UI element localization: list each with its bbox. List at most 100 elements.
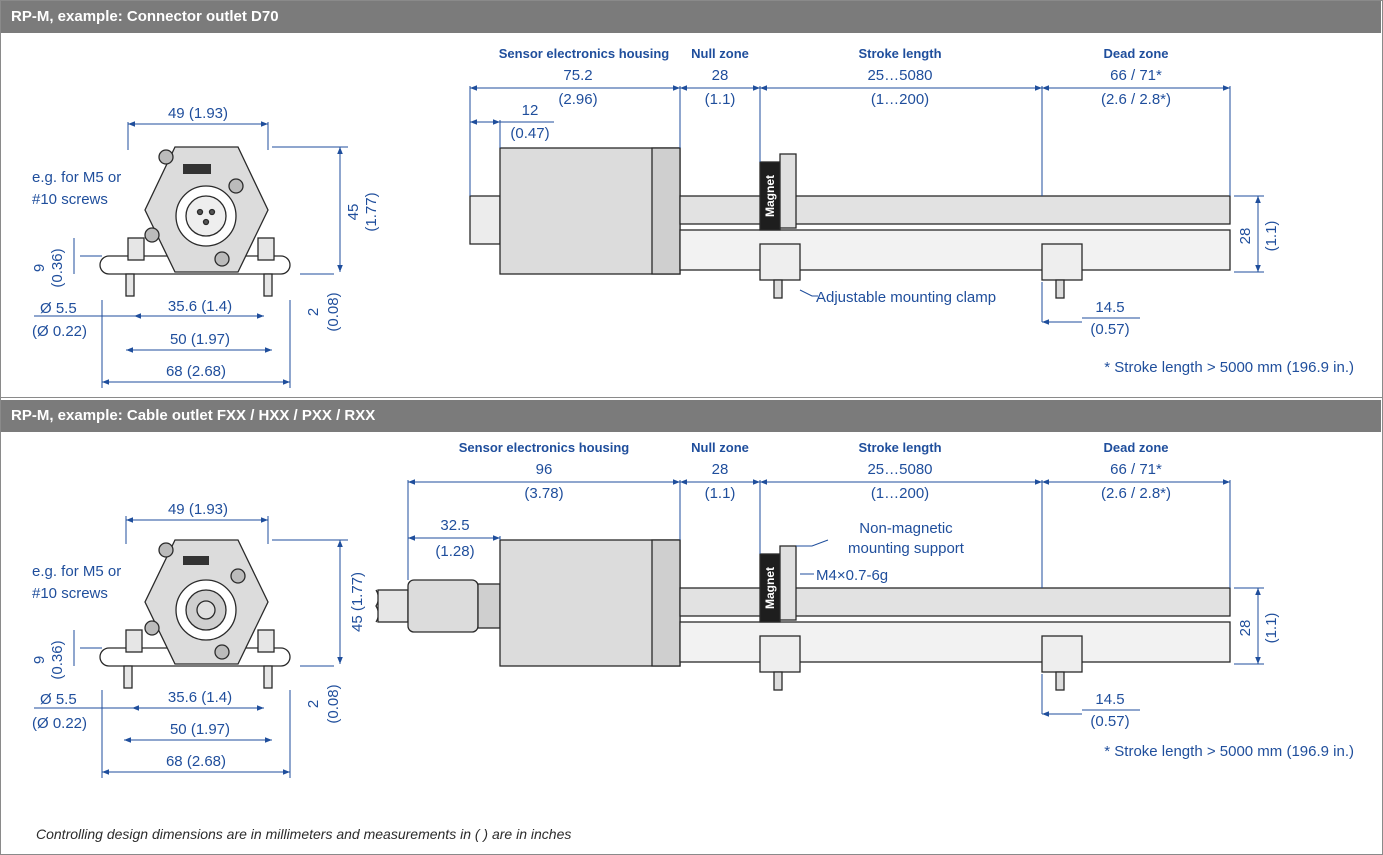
dim-width-top: 49 (1.93) xyxy=(168,105,228,122)
dim-connector-in: (0.47) xyxy=(510,125,549,142)
dim-base-in: (0.36) xyxy=(49,248,66,287)
dim-stroke-in: (1…200) xyxy=(871,485,929,502)
stroke-footnote: * Stroke length > 5000 mm (196.9 in.) xyxy=(1104,359,1354,376)
screw-note-1: e.g. for M5 or xyxy=(32,563,121,580)
dim-null-mm: 28 xyxy=(712,67,729,84)
magnet-label: Magnet xyxy=(763,175,777,217)
dim-thk-in: (0.08) xyxy=(325,684,342,723)
header-housing: Sensor electronics housing xyxy=(499,46,670,61)
dim-rod-height-in: (1.1) xyxy=(1263,613,1280,644)
connector-body xyxy=(469,195,501,245)
support-label-2: mounting support xyxy=(848,540,965,557)
dim-housing-in: (2.96) xyxy=(558,91,597,108)
side-view-1 xyxy=(469,85,1264,325)
dim-overall: 68 (2.68) xyxy=(166,753,226,770)
mounting-clamp xyxy=(759,243,801,281)
dim-dead-in: (2.6 / 2.8*) xyxy=(1101,91,1171,108)
dim-null-mm: 28 xyxy=(712,461,729,478)
dim-cable-mm: 32.5 xyxy=(440,517,469,534)
side-view-2 xyxy=(375,479,1264,717)
dim-null-in: (1.1) xyxy=(705,485,736,502)
front-view-1-labels: 49 (1.93) 45 (1.77) e.g. for M5 or #10 s… xyxy=(31,105,380,380)
dim-mid: 50 (1.97) xyxy=(170,721,230,738)
dim-base-mm: 9 xyxy=(31,264,48,272)
dim-end-mm: 14.5 xyxy=(1095,299,1124,316)
front-view-2-labels: 49 (1.93) 45 (1.77) e.g. for M5 or #10 s… xyxy=(31,501,366,770)
header-stroke: Stroke length xyxy=(858,440,941,455)
logo-mark xyxy=(183,556,209,565)
dim-end-in: (0.57) xyxy=(1090,321,1129,338)
dim-dead-in: (2.6 / 2.8*) xyxy=(1101,485,1171,502)
thread-label: M4×0.7-6g xyxy=(816,567,888,584)
dim-height-mm: 45 xyxy=(345,204,362,221)
electronics-housing xyxy=(499,539,681,667)
side-view-2-labels: Sensor electronics housing Null zone Str… xyxy=(435,440,1354,760)
dim-cable-in: (1.28) xyxy=(435,543,474,560)
clamp-label: Adjustable mounting clamp xyxy=(816,289,996,306)
dim-hole-mm: Ø 5.5 xyxy=(40,691,77,708)
stroke-footnote: * Stroke length > 5000 mm (196.9 in.) xyxy=(1104,743,1354,760)
cable xyxy=(377,589,409,623)
dim-connector-mm: 12 xyxy=(522,102,539,119)
dim-width-top: 49 (1.93) xyxy=(168,501,228,518)
dim-dead-mm: 66 / 71* xyxy=(1110,461,1162,478)
mounting-clamp xyxy=(759,635,801,673)
screw xyxy=(125,273,135,297)
dim-null-in: (1.1) xyxy=(705,91,736,108)
screw xyxy=(263,273,273,297)
cable-gland xyxy=(407,579,479,633)
section-2-title: RP-M, example: Cable outlet FXX / HXX / … xyxy=(1,400,1381,432)
dim-housing-mm: 75.2 xyxy=(563,67,592,84)
dim-thk-mm: 2 xyxy=(305,700,322,708)
dim-overall: 68 (2.68) xyxy=(166,363,226,380)
dim-height-in: (1.77) xyxy=(363,192,380,231)
dim-hole-in: (Ø 0.22) xyxy=(32,715,87,732)
dim-thk-mm: 2 xyxy=(305,308,322,316)
front-view-2 xyxy=(34,516,348,778)
front-view-1 xyxy=(34,121,348,388)
dim-housing-in: (3.78) xyxy=(524,485,563,502)
dim-stroke-mm: 25…5080 xyxy=(867,67,932,84)
dim-end-in: (0.57) xyxy=(1090,713,1129,730)
dim-mid: 50 (1.97) xyxy=(170,331,230,348)
dim-housing-mm: 96 xyxy=(536,461,553,478)
units-footnote: Controlling design dimensions are in mil… xyxy=(36,826,572,842)
section-1-title: RP-M, example: Connector outlet D70 xyxy=(1,1,1381,33)
header-dead: Dead zone xyxy=(1103,46,1168,61)
dim-base-mm: 9 xyxy=(31,656,48,664)
screw xyxy=(263,665,273,689)
dim-thk-in: (0.08) xyxy=(325,292,342,331)
screw-note-2: #10 screws xyxy=(32,191,108,208)
dim-end-mm: 14.5 xyxy=(1095,691,1124,708)
magnet-label: Magnet xyxy=(763,567,777,609)
header-stroke: Stroke length xyxy=(858,46,941,61)
dim-hole-mm: Ø 5.5 xyxy=(40,300,77,317)
mounting-clamp xyxy=(1041,243,1083,281)
header-dead: Dead zone xyxy=(1103,440,1168,455)
dim-inner: 35.6 (1.4) xyxy=(168,298,232,315)
section-divider xyxy=(0,397,1383,398)
dim-height: 45 (1.77) xyxy=(349,572,366,632)
header-housing: Sensor electronics housing xyxy=(459,440,630,455)
dim-rod-height-mm: 28 xyxy=(1237,228,1254,245)
screw xyxy=(123,665,133,689)
header-null: Null zone xyxy=(691,440,749,455)
dim-stroke-mm: 25…5080 xyxy=(867,461,932,478)
electronics-housing xyxy=(499,147,681,275)
header-null: Null zone xyxy=(691,46,749,61)
logo-mark xyxy=(183,164,211,174)
dim-inner: 35.6 (1.4) xyxy=(168,689,232,706)
side-view-1-labels: Sensor electronics housing Null zone Str… xyxy=(499,46,1354,376)
mounting-clamp xyxy=(1041,635,1083,673)
mounting-support xyxy=(779,545,797,621)
screw-note-1: e.g. for M5 or xyxy=(32,169,121,186)
dim-stroke-in: (1…200) xyxy=(871,91,929,108)
dim-hole-in: (Ø 0.22) xyxy=(32,323,87,340)
dim-base-in: (0.36) xyxy=(49,640,66,679)
dim-rod-height-mm: 28 xyxy=(1237,620,1254,637)
support-label-1: Non-magnetic xyxy=(859,520,953,537)
dim-rod-height-in: (1.1) xyxy=(1263,221,1280,252)
dim-dead-mm: 66 / 71* xyxy=(1110,67,1162,84)
screw-note-2: #10 screws xyxy=(32,585,108,602)
